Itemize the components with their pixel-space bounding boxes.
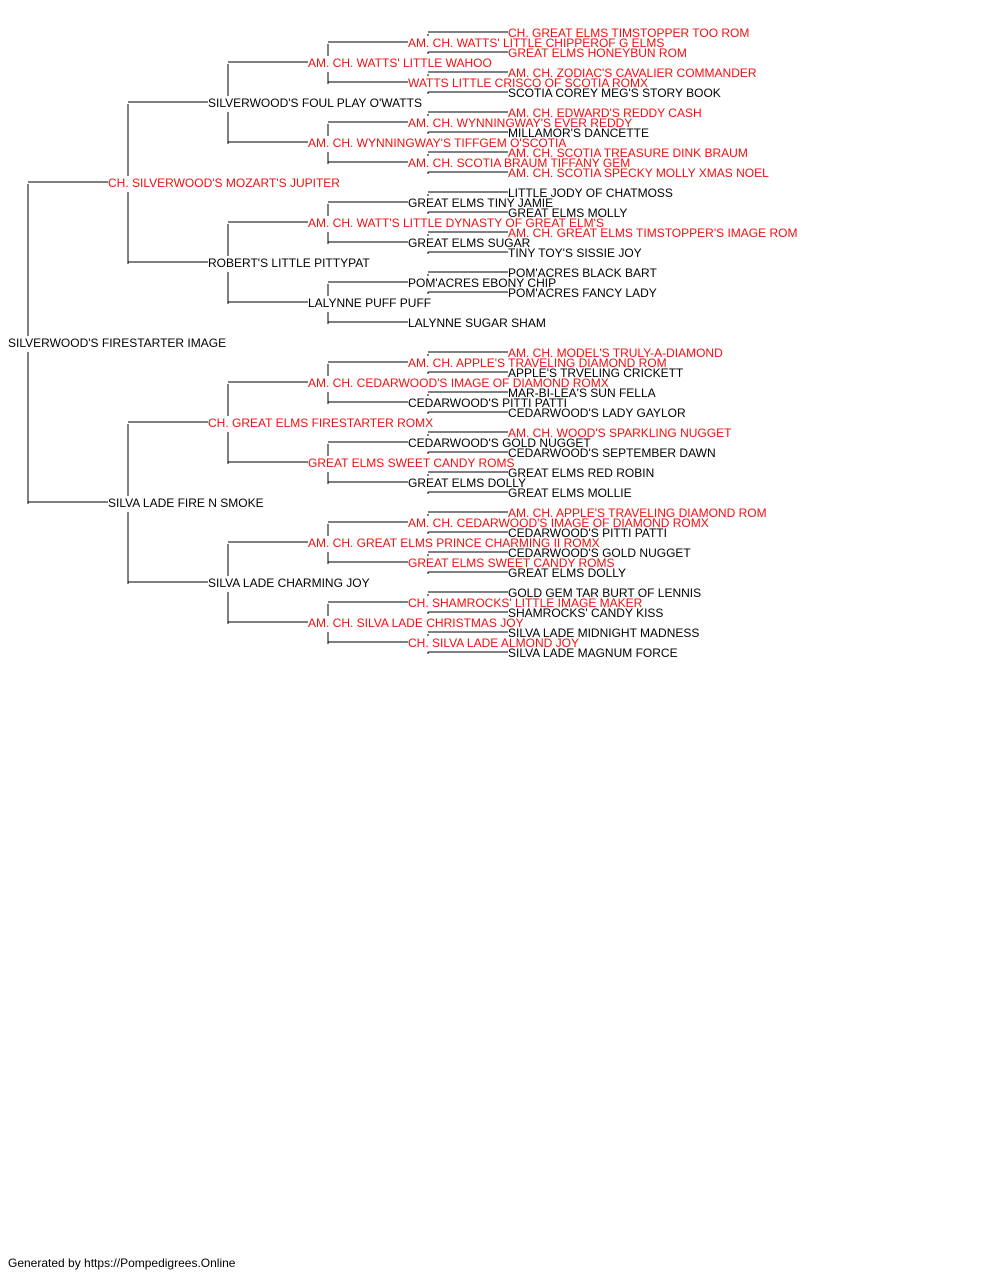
dog-name-pedigree.sire.sire.dam.sire.sire: AM. CH. EDWARD'S REDDY CASH xyxy=(508,106,702,120)
dog-name-pedigree.dam.sire.dam.sire: CEDARWOOD'S GOLD NUGGET xyxy=(408,436,591,450)
dog-name-pedigree.sire.sire.sire.dam: WATTS LITTLE CRISCO OF SCOTIA ROMX xyxy=(408,76,648,90)
dog-name-pedigree.sire.dam.dam: LALYNNE PUFF PUFF xyxy=(308,296,431,310)
dog-name-pedigree.dam.dam: SILVA LADE CHARMING JOY xyxy=(208,576,370,590)
dog-name-pedigree.sire.dam.sire.sire: GREAT ELMS TINY JAMIE xyxy=(408,196,553,210)
dog-name-pedigree.dam.sire.dam.sire.sire: AM. CH. WOOD'S SPARKLING NUGGET xyxy=(508,426,732,440)
dog-name-pedigree.dam.dam.dam.dam.dam: SILVA LADE MAGNUM FORCE xyxy=(508,646,678,660)
dog-name-pedigree.dam.dam.sire.sire: AM. CH. CEDARWOOD'S IMAGE OF DIAMOND ROM… xyxy=(408,516,709,530)
dog-name-pedigree.sire.sire.dam.sire: AM. CH. WYNNINGWAY'S EVER REDDY xyxy=(408,116,632,130)
dog-name-pedigree.dam.sire.sire.dam.sire: MAR-BI-LEA'S SUN FELLA xyxy=(508,386,656,400)
dog-name-pedigree.dam.sire.sire.dam.dam: CEDARWOOD'S LADY GAYLOR xyxy=(508,406,686,420)
dog-name-pedigree.sire.dam.sire.sire.sire: LITTLE JODY OF CHATMOSS xyxy=(508,186,673,200)
dog-name-pedigree.dam.sire.sire.sire.sire: AM. CH. MODEL'S TRULY-A-DIAMOND xyxy=(508,346,723,360)
dog-name-pedigree.sire.sire.dam.dam.dam: AM. CH. SCOTIA SPECKY MOLLY XMAS NOEL xyxy=(508,166,769,180)
dog-name-pedigree.sire.sire.sire.dam.sire: AM. CH. ZODIAC'S CAVALIER COMMANDER xyxy=(508,66,757,80)
dog-name-pedigree.sire.dam.dam.sire.sire: POM'ACRES BLACK BART xyxy=(508,266,657,280)
dog-name-pedigree.dam.sire: CH. GREAT ELMS FIRESTARTER ROMX xyxy=(208,416,433,430)
dog-name-pedigree.dam.sire.dam.dam.sire: GREAT ELMS RED ROBIN xyxy=(508,466,654,480)
dog-name-pedigree.dam.sire.sire: AM. CH. CEDARWOOD'S IMAGE OF DIAMOND ROM… xyxy=(308,376,609,390)
dog-name-pedigree.sire.dam: ROBERT'S LITTLE PITTYPAT xyxy=(208,256,370,270)
dog-name-pedigree.sire.dam.sire.dam: GREAT ELMS SUGAR xyxy=(408,236,531,250)
dog-name-pedigree.dam.dam.dam.dam.sire: SILVA LADE MIDNIGHT MADNESS xyxy=(508,626,699,640)
dog-name-pedigree.dam.dam.sire.dam.sire: CEDARWOOD'S GOLD NUGGET xyxy=(508,546,691,560)
dog-name-pedigree.sire.sire.dam.sire.dam: MILLAMOR'S DANCETTE xyxy=(508,126,649,140)
dog-name-pedigree: SILVERWOOD'S FIRESTARTER IMAGE xyxy=(8,336,226,350)
dog-name-pedigree.sire.sire.dam.dam: AM. CH. SCOTIA BRAUM TIFFANY GEM xyxy=(408,156,630,170)
dog-name-pedigree.dam.sire.sire.sire: AM. CH. APPLE'S TRAVELING DIAMOND ROM xyxy=(408,356,667,370)
dog-name-pedigree.dam.dam.sire.dam: GREAT ELMS SWEET CANDY ROMS xyxy=(408,556,614,570)
dog-name-pedigree.dam.dam.sire.sire.dam: CEDARWOOD'S PITTI PATTI xyxy=(508,526,667,540)
dog-name-pedigree.sire.dam.sire.sire.dam: GREAT ELMS MOLLY xyxy=(508,206,627,220)
dog-name-pedigree.dam.dam.sire.dam.dam: GREAT ELMS DOLLY xyxy=(508,566,626,580)
dog-name-pedigree.sire.dam.sire: AM. CH. WATT'S LITTLE DYNASTY OF GREAT E… xyxy=(308,216,604,230)
dog-name-pedigree.dam.sire.dam.dam: GREAT ELMS DOLLY xyxy=(408,476,526,490)
dog-name-pedigree.sire.sire.dam: AM. CH. WYNNINGWAY'S TIFFGEM O'SCOTIA xyxy=(308,136,566,150)
generated-by-footer: Generated by https://Pompedigrees.Online xyxy=(8,1256,236,1270)
dog-name-pedigree.sire.sire.sire.sire.sire: CH. GREAT ELMS TIMSTOPPER TOO ROM xyxy=(508,26,749,40)
dog-name-pedigree.dam.dam.sire: AM. CH. GREAT ELMS PRINCE CHARMING II RO… xyxy=(308,536,600,550)
dog-name-pedigree.dam.sire.dam.dam.dam: GREAT ELMS MOLLIE xyxy=(508,486,632,500)
dog-name-pedigree.dam.dam.dam.sire: CH. SHAMROCKS' LITTLE IMAGE MAKER xyxy=(408,596,643,610)
dog-name-pedigree.dam.sire.dam.sire.dam: CEDARWOOD'S SEPTEMBER DAWN xyxy=(508,446,716,460)
dog-name-pedigree.sire.dam.dam.sire: POM'ACRES EBONY CHIP xyxy=(408,276,556,290)
dog-name-pedigree.sire.sire.sire.sire: AM. CH. WATTS' LITTLE CHIPPEROF G ELMS xyxy=(408,36,664,50)
dog-name-pedigree.sire: CH. SILVERWOOD'S MOZART'S JUPITER xyxy=(108,176,340,190)
dog-name-pedigree.dam.sire.dam: GREAT ELMS SWEET CANDY ROMS xyxy=(308,456,514,470)
dog-name-pedigree.sire.sire.dam.dam.sire: AM. CH. SCOTIA TREASURE DINK BRAUM xyxy=(508,146,748,160)
dog-name-pedigree.dam.dam.dam: AM. CH. SILVA LADE CHRISTMAS JOY xyxy=(308,616,524,630)
dog-name-pedigree.sire.sire.sire.sire.dam: GREAT ELMS HONEYBUN ROM xyxy=(508,46,687,60)
dog-name-pedigree.dam: SILVA LADE FIRE N SMOKE xyxy=(108,496,264,510)
dog-name-pedigree.dam.sire.sire.sire.dam: APPLE'S TRVELING CRICKETT xyxy=(508,366,684,380)
dog-name-pedigree.sire.sire: SILVERWOOD'S FOUL PLAY O'WATTS xyxy=(208,96,422,110)
dog-name-pedigree.sire.sire.sire.dam.dam: SCOTIA COREY MEG'S STORY BOOK xyxy=(508,86,721,100)
dog-name-pedigree.dam.dam.dam.sire.sire: GOLD GEM TAR BURT OF LENNIS xyxy=(508,586,701,600)
dog-name-pedigree.sire.dam.sire.dam.sire: AM. CH. GREAT ELMS TIMSTOPPER'S IMAGE RO… xyxy=(508,226,797,240)
dog-name-pedigree.dam.dam.dam.dam: CH. SILVA LADE ALMOND JOY xyxy=(408,636,579,650)
dog-name-pedigree.dam.sire.sire.dam: CEDARWOOD'S PITTI PATTI xyxy=(408,396,567,410)
dog-name-pedigree.sire.dam.sire.dam.dam: TINY TOY'S SISSIE JOY xyxy=(508,246,642,260)
dog-name-pedigree.sire.sire.sire: AM. CH. WATTS' LITTLE WAHOO xyxy=(308,56,492,70)
dog-name-pedigree.dam.dam.sire.sire.sire: AM. CH. APPLE'S TRAVELING DIAMOND ROM xyxy=(508,506,767,520)
dog-name-pedigree.sire.dam.dam.sire.dam: POM'ACRES FANCY LADY xyxy=(508,286,657,300)
dog-name-pedigree.dam.dam.dam.sire.dam: SHAMROCKS' CANDY KISS xyxy=(508,606,663,620)
dog-name-pedigree.sire.dam.dam.dam: LALYNNE SUGAR SHAM xyxy=(408,316,546,330)
